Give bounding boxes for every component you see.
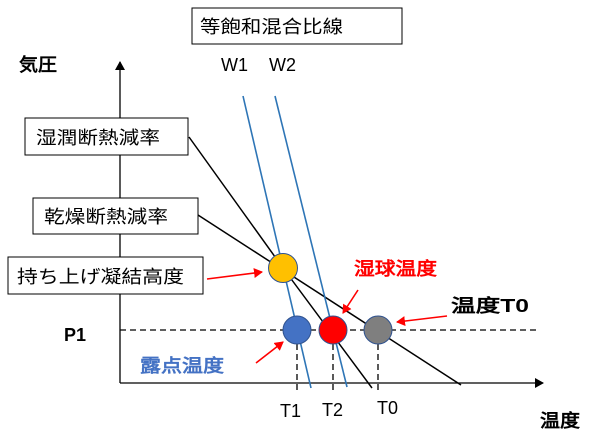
lcl-box <box>7 256 204 295</box>
w2-label: W2 <box>269 55 296 75</box>
dew-point-label: 露点温度 <box>140 355 225 376</box>
lcl-point <box>268 253 298 283</box>
lcl-pointer-arrow <box>206 268 263 280</box>
w1-label: W1 <box>221 55 248 75</box>
pressure-level-label: P1 <box>64 325 86 345</box>
t2-tick-label: T2 <box>322 400 343 420</box>
moist-adiabatic-label: 湿潤断熱減率 <box>36 128 160 148</box>
temperature-point-marker <box>363 315 393 345</box>
dry-adiabatic-line <box>197 214 462 386</box>
moist-adiabatic-box <box>24 117 189 156</box>
dry-adiabatic-box <box>32 197 199 235</box>
t0-tick-label: T0 <box>377 398 398 418</box>
wet-bulb-pointer-arrow <box>342 289 359 314</box>
temperature-label: 温度T0 <box>451 295 529 316</box>
dry-adiabatic-label: 乾燥断熱減率 <box>44 207 168 227</box>
mixing-ratio-line-w1 <box>242 95 312 389</box>
t1-tick-label: T1 <box>280 401 301 421</box>
y-axis-label: 気圧 <box>19 54 57 75</box>
wet-bulb-point-marker <box>318 315 348 345</box>
lcl-label: 持ち上げ凝結高度 <box>17 267 184 287</box>
title-box <box>191 7 403 45</box>
wet-bulb-label: 湿球温度 <box>354 258 438 279</box>
temperature-pointer-arrow <box>396 315 448 327</box>
dew-point-marker <box>282 315 312 345</box>
dew-point-pointer-arrow <box>255 341 284 364</box>
title-box-label: 等飽和混合比線 <box>200 17 343 37</box>
x-axis-label: 温度 <box>540 410 581 431</box>
